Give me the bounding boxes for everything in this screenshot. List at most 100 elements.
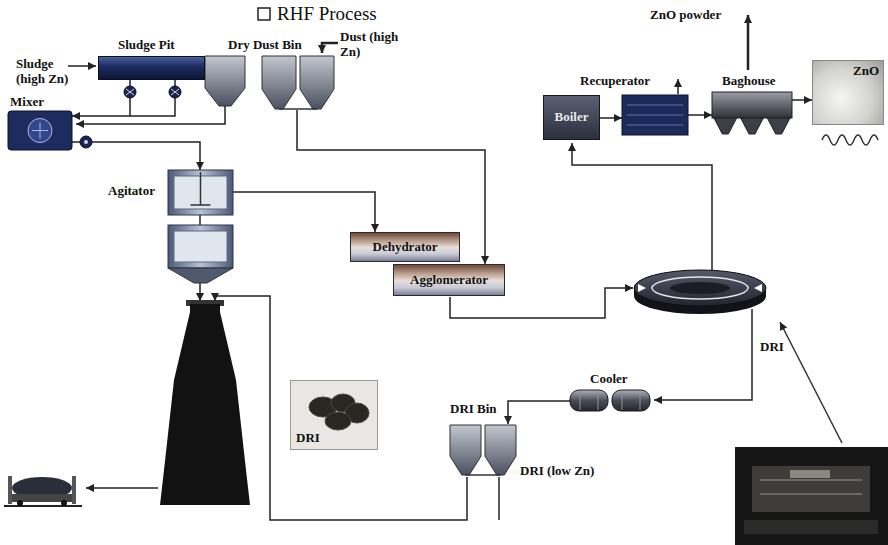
flow-line: [72, 142, 200, 170]
dust-arrow: [322, 43, 338, 53]
rotary-hearth-furnace: [634, 270, 766, 306]
mixer-shape: [8, 111, 72, 150]
ladle-car: [4, 476, 82, 506]
dri-photo: DRI: [290, 380, 378, 450]
bins2-shape: [485, 425, 516, 475]
stream-label: Sludge (high Zn): [16, 57, 80, 87]
stream-label: DRI: [760, 340, 784, 355]
pipe-line: [572, 143, 712, 271]
equipment-label: Sludge Pit: [118, 38, 175, 53]
pump-symbol: [80, 136, 92, 148]
valve-symbol: [124, 86, 136, 98]
feed-arrow: [68, 65, 96, 67]
zno-arrow: [747, 15, 750, 70]
zno-shape: ZnO: [812, 60, 884, 125]
agitator-shape: [168, 170, 233, 215]
mixer-shape: [8, 111, 72, 150]
pipe-line: [654, 309, 752, 400]
title-bullet: [258, 8, 270, 20]
pipe-line: [199, 215, 201, 225]
valve-symbol: [124, 86, 136, 98]
thickener: [174, 231, 227, 262]
zno-coil: [822, 135, 878, 145]
title-bullet: [258, 8, 270, 20]
pipe-line: [130, 80, 175, 116]
agitator-shape: [168, 170, 233, 215]
rhf-photo: [790, 470, 830, 478]
feed-arrow: [68, 65, 96, 67]
rotary-hearth-furnace: [634, 270, 766, 314]
pipe-line: [215, 296, 467, 520]
ladle-car: [8, 476, 12, 504]
pointer-arrow: [780, 322, 842, 443]
cooler-shape: [570, 390, 608, 411]
rotary-hearth-furnace: [670, 282, 730, 294]
pit-shape: [98, 56, 205, 80]
valve-symbol: [171, 89, 179, 95]
pipe-line: [86, 487, 158, 489]
flow-line: [792, 99, 812, 101]
cooler: Cooler: [570, 372, 650, 412]
bins2-shape: [450, 425, 481, 475]
zno-photo: ZnO: [812, 60, 884, 125]
flow-line: [297, 110, 485, 264]
bins2-shape: [450, 424, 516, 476]
rhf-photo: [744, 520, 878, 534]
thickener: [168, 225, 233, 268]
rhf-photo: [760, 480, 862, 494]
cooler-shape: [580, 391, 598, 410]
flow-line: [688, 114, 712, 116]
blast-furnace: [160, 300, 250, 505]
dust-arrow: [322, 43, 338, 53]
recup-shape: [622, 95, 688, 135]
cooler-shape: [612, 390, 650, 411]
mixer-shape: [28, 119, 52, 143]
bins2-shape: [262, 55, 334, 110]
baghouse-shape: [712, 92, 792, 135]
flow-line: [72, 80, 130, 116]
stream-label: ZnO powder: [650, 8, 721, 23]
baghouse-shape: [714, 118, 737, 134]
ladle-car: [17, 500, 23, 506]
rhf-photo: [752, 466, 870, 512]
agitator: Agitator: [108, 170, 233, 215]
valve-symbol: [126, 89, 134, 95]
dehydrator: Dehydrator: [350, 232, 460, 262]
stream-label: Dust (high Zn): [340, 30, 404, 60]
rotary-hearth-furnace: [754, 284, 762, 292]
recup-shape: [622, 95, 688, 135]
cooler-shape: [570, 389, 650, 412]
boiler-shape: Boiler: [543, 95, 600, 140]
small-dust-bin: [205, 56, 245, 106]
pipe-line: [677, 79, 679, 94]
flow-line: [508, 401, 570, 424]
baghouse: Baghouse: [712, 74, 792, 135]
thickener: [168, 268, 233, 283]
equipment-label: DRI Bin: [450, 402, 497, 417]
pipe-line: [498, 477, 500, 520]
flow-line: [600, 117, 622, 119]
flow-line: [233, 192, 375, 232]
dust-bin: Dry Dust Bin: [222, 38, 334, 110]
zno-coil: [822, 135, 878, 145]
valve-symbol: [169, 86, 181, 98]
blast-furnace: [160, 304, 250, 505]
bins2-shape: [279, 108, 317, 110]
agglomerator: Agglomerator: [393, 264, 505, 296]
baghouse-shape: [767, 118, 790, 134]
equipment-label: Mixer: [10, 95, 44, 110]
zno-arrow: [747, 15, 750, 70]
bins2-shape: [466, 474, 501, 476]
ladle-car: [61, 500, 67, 506]
pump-symbol: [80, 136, 92, 148]
recup-shape: [627, 115, 683, 116]
recup-shape: [627, 125, 683, 126]
mixer: Mixer: [8, 95, 72, 150]
small-dust-bin: [205, 56, 245, 106]
boiler: Boiler: [543, 95, 600, 140]
equipment-label: Agglomerator: [410, 273, 488, 288]
equipment-label: Cooler: [590, 372, 628, 387]
equipment-label: DRI: [296, 431, 320, 446]
